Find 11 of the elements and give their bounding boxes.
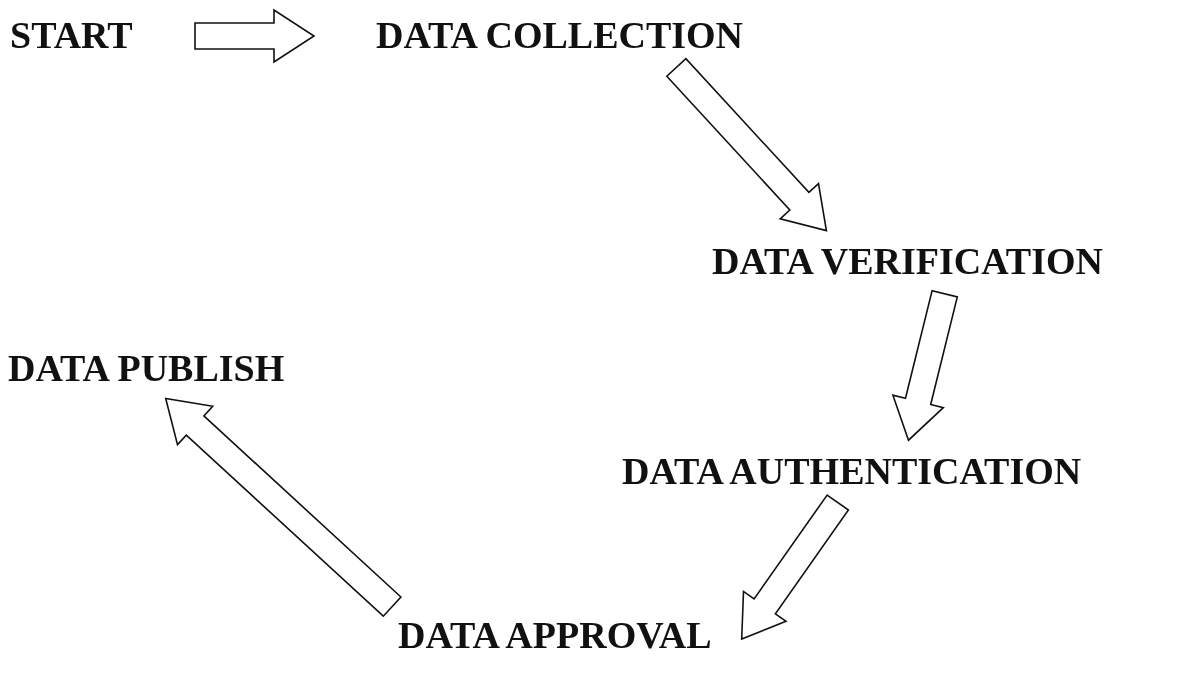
step-label: DATA APPROVAL	[398, 612, 712, 660]
step-label: DATA AUTHENTICATION	[622, 448, 1082, 496]
block-arrow	[891, 289, 959, 442]
step-label: DATA VERIFICATION	[712, 238, 1103, 286]
step-label: START	[10, 12, 133, 60]
step-label: DATA COLLECTION	[376, 12, 744, 60]
block-arrow	[164, 397, 403, 618]
step-label: DATA PUBLISH	[8, 345, 285, 393]
block-arrow	[665, 57, 828, 232]
block-arrow	[194, 8, 316, 64]
block-arrow	[740, 494, 850, 641]
